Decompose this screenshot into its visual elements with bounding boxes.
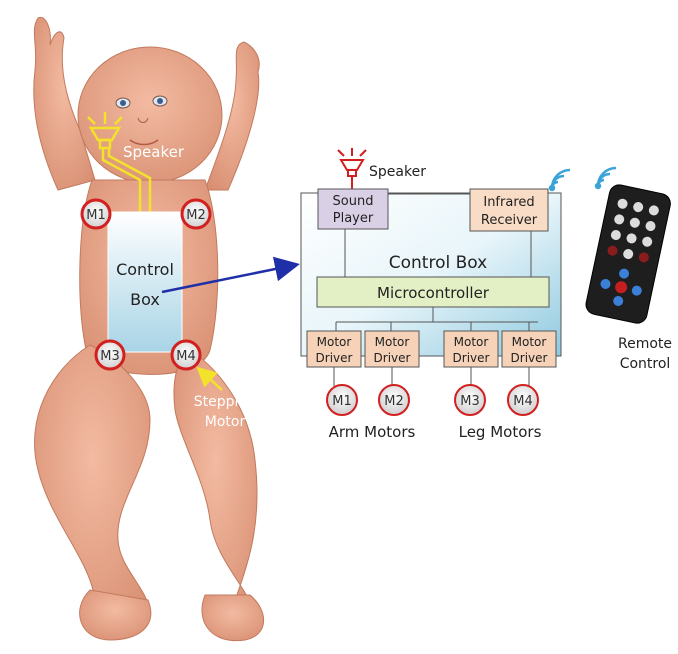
left-leg — [34, 344, 151, 630]
baby-control-box-line2: Box — [130, 290, 160, 309]
svg-text:M3: M3 — [460, 394, 480, 409]
sound-player-line2: Player — [333, 211, 374, 226]
diagram-motor-m1: M1 — [326, 384, 358, 416]
diagram-control-box-title: Control Box — [389, 253, 487, 273]
svg-text:M4: M4 — [513, 394, 533, 409]
baby-speaker-label: Speaker — [123, 143, 185, 161]
face — [115, 95, 168, 146]
remote-label-line1: Remote — [618, 336, 672, 352]
svg-text:M1: M1 — [332, 394, 352, 409]
svg-text:Motor: Motor — [317, 335, 352, 349]
diagram-motor-m4: M4 — [507, 384, 539, 416]
baby-control-box — [107, 211, 183, 353]
baby-motor-m1: M1 — [80, 198, 112, 230]
right-leg — [173, 349, 258, 630]
motor-driver-2: Motor Driver — [364, 330, 420, 368]
diagram-speaker-label: Speaker — [369, 164, 426, 180]
baby-control-box-line1: Control — [116, 260, 174, 279]
infrared-receiver-block — [469, 188, 549, 232]
microcontroller-label: Microcontroller — [377, 284, 490, 302]
sound-player-block — [317, 188, 389, 230]
svg-text:Driver: Driver — [453, 351, 490, 365]
blue-connector-arrow-icon — [161, 256, 300, 294]
svg-text:Driver: Driver — [316, 351, 353, 365]
arm-motors-label: Arm Motors — [329, 423, 416, 441]
motor-driver-4: Motor Driver — [501, 330, 557, 368]
svg-text:Motor: Motor — [375, 335, 410, 349]
mouth-icon — [129, 139, 159, 146]
baby-doll — [33, 16, 265, 642]
leg-motors-label: Leg Motors — [459, 423, 542, 441]
sound-player-line1: Sound — [333, 194, 374, 209]
infrared-line1: Infrared — [483, 195, 534, 210]
svg-text:Driver: Driver — [511, 351, 548, 365]
right-arm — [204, 41, 260, 191]
stepping-label-line1: Stepping — [194, 394, 256, 410]
svg-text:Motor: Motor — [512, 335, 547, 349]
stepping-label-line2: Motor — [205, 414, 246, 430]
baby-motor-m2: M2 — [180, 198, 212, 230]
baby-motor-m4: M4 — [170, 339, 202, 371]
baby-speaker-icon — [87, 112, 152, 212]
baby-motor-m3: M3 — [94, 339, 126, 371]
wireless-signal-icon — [548, 168, 571, 192]
right-foot — [201, 594, 265, 642]
nose-icon — [137, 117, 149, 124]
remote-control-icon — [585, 184, 671, 324]
svg-text:M1: M1 — [86, 208, 106, 223]
svg-text:Motor: Motor — [454, 335, 489, 349]
remote-signal-icon — [594, 166, 617, 190]
svg-text:M3: M3 — [100, 349, 120, 364]
remote-label-line2: Control — [620, 356, 671, 372]
svg-text:M4: M4 — [176, 349, 196, 364]
svg-text:M2: M2 — [384, 394, 404, 409]
diagram-motor-m3: M3 — [454, 384, 486, 416]
infrared-line2: Receiver — [481, 213, 538, 228]
left-arm — [33, 16, 96, 191]
diagram-speaker-icon — [337, 148, 367, 192]
svg-text:M2: M2 — [186, 208, 206, 223]
left-foot — [79, 589, 152, 641]
stepping-arrow-icon — [196, 366, 223, 391]
motor-driver-3: Motor Driver — [443, 330, 499, 368]
head — [77, 46, 223, 184]
diagram-motor-m2: M2 — [378, 384, 410, 416]
motor-driver-1: Motor Driver — [306, 330, 362, 368]
svg-text:Driver: Driver — [374, 351, 411, 365]
